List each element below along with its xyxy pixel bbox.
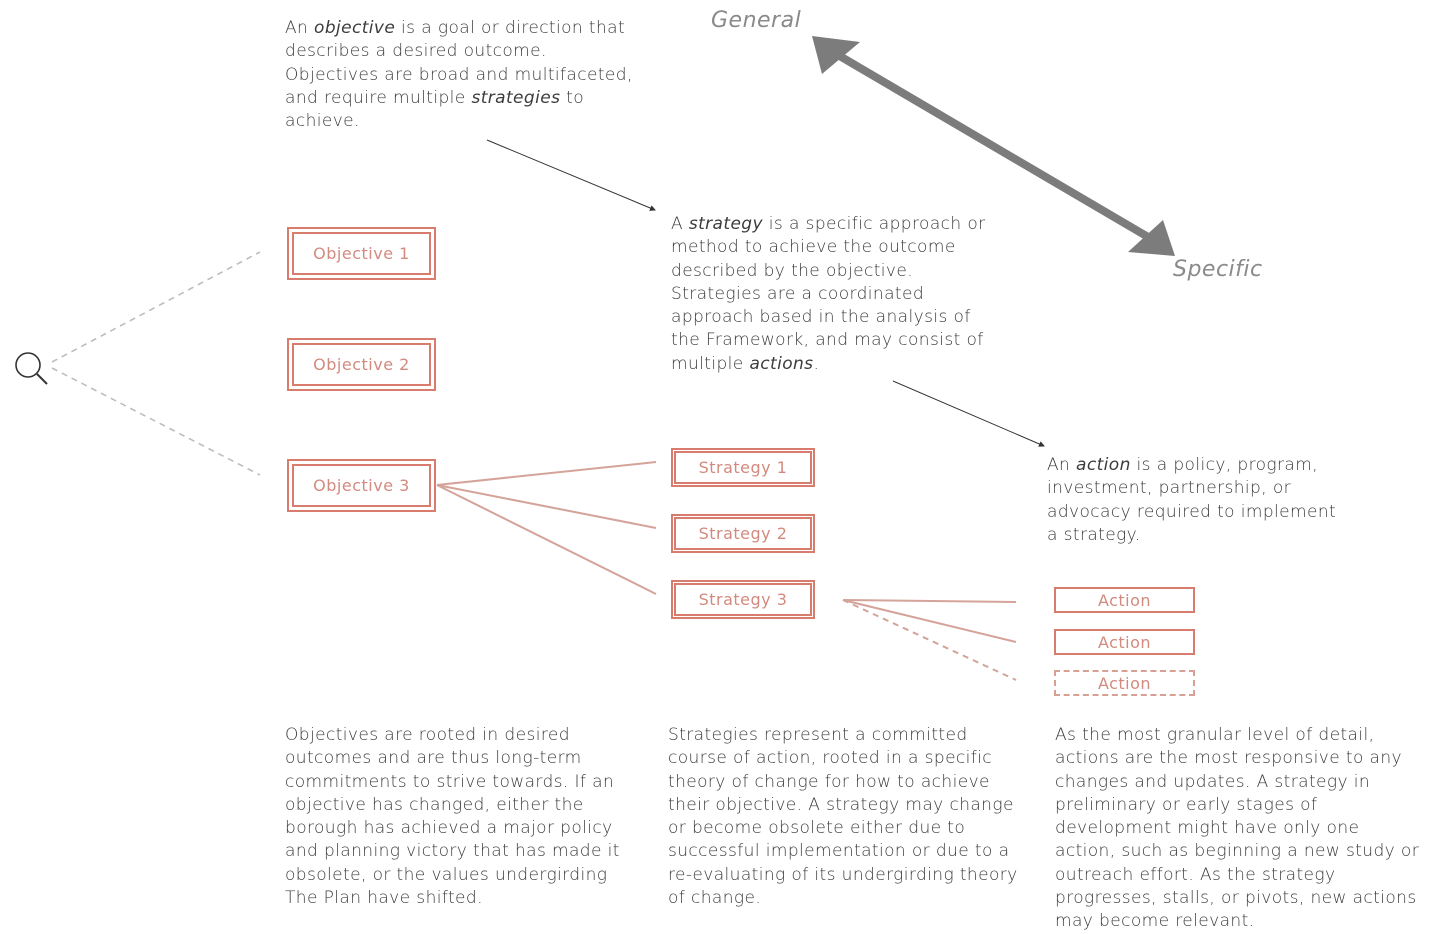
objectives-explanation: Objectives are rooted in desired outcome…: [285, 725, 620, 909]
action-definition: An action is a policy, program, investme…: [1047, 455, 1337, 545]
action-box-3-potential: Action: [1054, 670, 1195, 696]
objective-box-2: Objective 2: [287, 338, 436, 391]
general-label: General: [711, 8, 802, 33]
search-link-bottom: [51, 367, 261, 476]
strategy-box-3: Strategy 3: [671, 580, 815, 619]
search-icon[interactable]: [12, 350, 50, 388]
strategy-action-links: [842, 599, 1017, 681]
actions-explanation: As the most granular level of detail, ac…: [1055, 725, 1420, 932]
action-box-2: Action: [1054, 629, 1195, 655]
strategy-box-1: Strategy 1: [671, 448, 815, 487]
objective-box-3: Objective 3: [287, 459, 436, 512]
double-arrow-icon: [812, 36, 1175, 256]
objective-to-strategy-pointer: [486, 139, 656, 211]
search-link-top: [51, 251, 261, 363]
objective-strategy-links: [436, 461, 657, 595]
objective-definition: An objective is a goal or direction that…: [285, 18, 633, 132]
specific-label: Specific: [1173, 257, 1263, 282]
strategy-box-2: Strategy 2: [671, 514, 815, 553]
action-box-1: Action: [1054, 587, 1195, 613]
strategies-explanation: Strategies represent a committed course …: [668, 725, 1018, 909]
strategy-to-action-pointer: [892, 380, 1045, 447]
strategy-definition: A strategy is a specific approach or met…: [671, 214, 986, 374]
objective-box-1: Objective 1: [287, 227, 436, 280]
